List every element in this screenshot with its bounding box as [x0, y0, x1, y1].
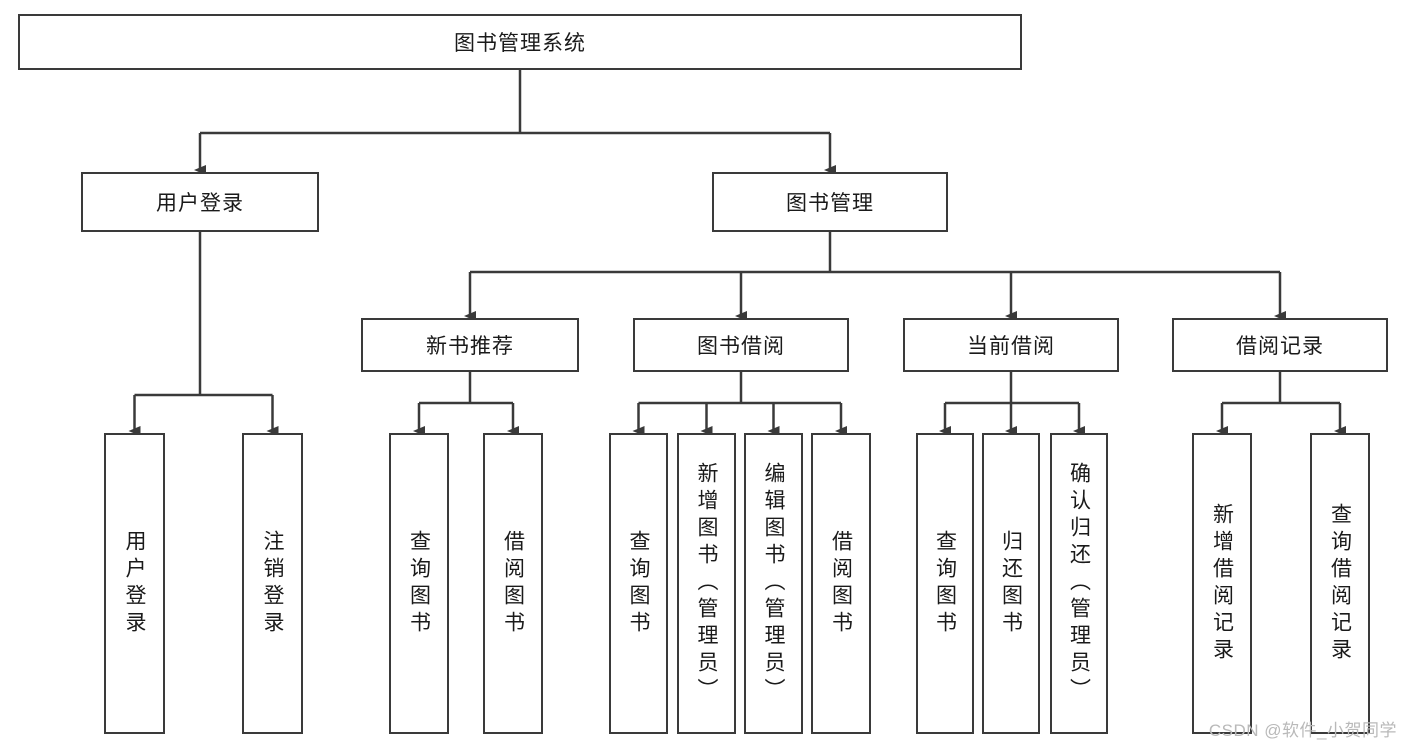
node-label: 查询借阅记录 [1328, 502, 1352, 665]
connector-paths [128, 70, 1346, 436]
node-label: 查询图书 [407, 529, 431, 638]
node-label: 用户登录 [123, 529, 146, 638]
node-user-login[interactable]: 用户登录 [81, 172, 319, 232]
node-leaf-query-book-2[interactable]: 查询图书 [609, 433, 668, 734]
node-borrow-records[interactable]: 借阅记录 [1172, 318, 1388, 372]
node-label: 新增借阅记录 [1210, 502, 1234, 665]
node-current-borrow[interactable]: 当前借阅 [903, 318, 1119, 372]
node-book-management[interactable]: 图书管理 [712, 172, 948, 232]
node-leaf-query-record[interactable]: 查询借阅记录 [1310, 433, 1370, 734]
node-label: 确认归还（管理员） [1067, 462, 1091, 705]
node-leaf-edit-book[interactable]: 编辑图书（管理员） [744, 433, 803, 734]
watermark-text: CSDN @软件_小贺同学 [1208, 721, 1397, 740]
node-leaf-add-record[interactable]: 新增借阅记录 [1192, 433, 1252, 734]
node-leaf-confirm-return[interactable]: 确认归还（管理员） [1050, 433, 1108, 734]
node-new-book-recommend[interactable]: 新书推荐 [361, 318, 579, 372]
node-leaf-query-book-1[interactable]: 查询图书 [389, 433, 449, 734]
node-book-borrow[interactable]: 图书借阅 [633, 318, 849, 372]
node-label: 查询图书 [933, 529, 957, 638]
node-label: 图书管理系统 [454, 32, 586, 55]
node-leaf-query-book-3[interactable]: 查询图书 [916, 433, 974, 734]
node-label: 归还图书 [999, 529, 1023, 638]
node-leaf-user-login[interactable]: 用户登录 [104, 433, 165, 734]
node-label: 借阅图书 [829, 529, 853, 638]
node-label: 当前借阅 [967, 335, 1055, 358]
node-leaf-borrow-book-2[interactable]: 借阅图书 [811, 433, 871, 734]
node-label: 用户登录 [156, 192, 244, 215]
node-label: 查询图书 [627, 529, 650, 638]
node-leaf-add-book[interactable]: 新增图书（管理员） [677, 433, 736, 734]
node-label: 图书借阅 [697, 335, 785, 358]
node-leaf-return-book[interactable]: 归还图书 [982, 433, 1040, 734]
node-label: 借阅记录 [1236, 335, 1324, 358]
node-label: 图书管理 [786, 192, 874, 215]
node-label: 借阅图书 [501, 529, 525, 638]
node-label: 注销登录 [261, 529, 284, 638]
node-label: 新增图书（管理员） [695, 462, 718, 705]
node-label: 新书推荐 [426, 335, 514, 358]
node-leaf-logout[interactable]: 注销登录 [242, 433, 303, 734]
node-label: 编辑图书（管理员） [762, 462, 785, 705]
node-leaf-borrow-book-1[interactable]: 借阅图书 [483, 433, 543, 734]
node-root[interactable]: 图书管理系统 [18, 14, 1022, 70]
